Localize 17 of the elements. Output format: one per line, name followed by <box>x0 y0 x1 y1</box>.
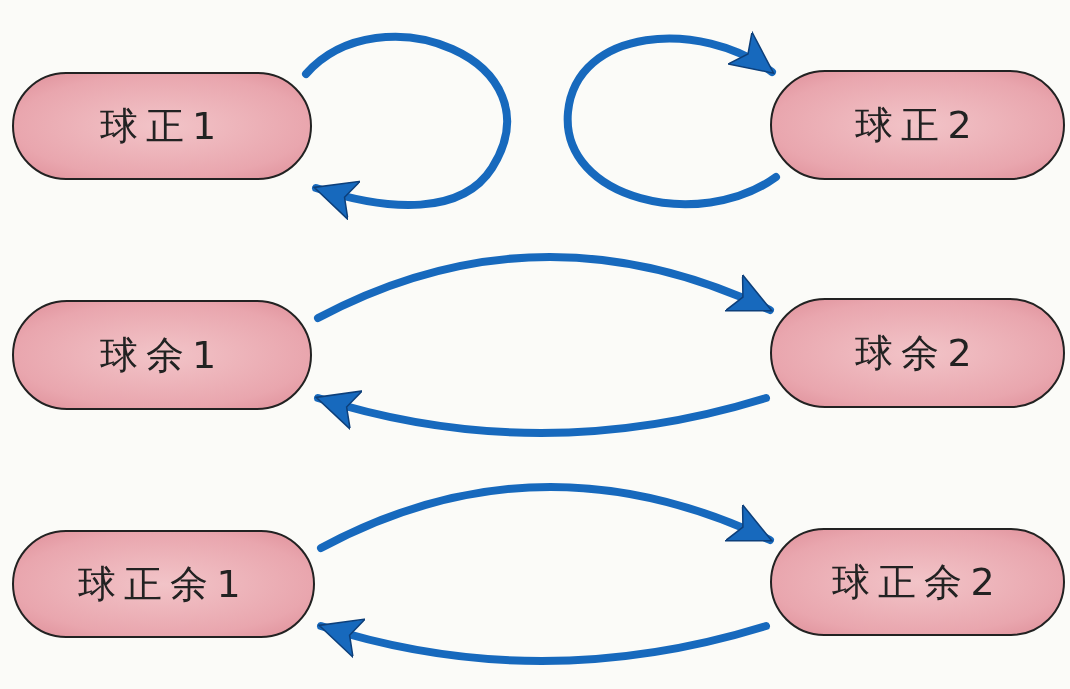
pill-node <box>770 298 1065 408</box>
curved-arrow <box>564 32 780 209</box>
node-label: 球正余1 <box>78 560 249 608</box>
curved-arrow <box>314 389 770 437</box>
curved-arrow <box>314 253 774 322</box>
curved-arrow <box>317 483 774 552</box>
node-label: 球正2 <box>855 101 980 149</box>
pill-node <box>770 528 1065 636</box>
node-label: 球余1 <box>99 331 225 379</box>
node-label: 球正余2 <box>832 558 1003 606</box>
pill-node <box>12 300 312 410</box>
pill-node <box>770 70 1065 180</box>
pill-node <box>12 530 315 638</box>
node-label: 球正1 <box>99 102 225 150</box>
curved-arrow <box>317 617 770 665</box>
node-label: 球余2 <box>855 329 980 377</box>
curved-arrow <box>302 33 511 220</box>
